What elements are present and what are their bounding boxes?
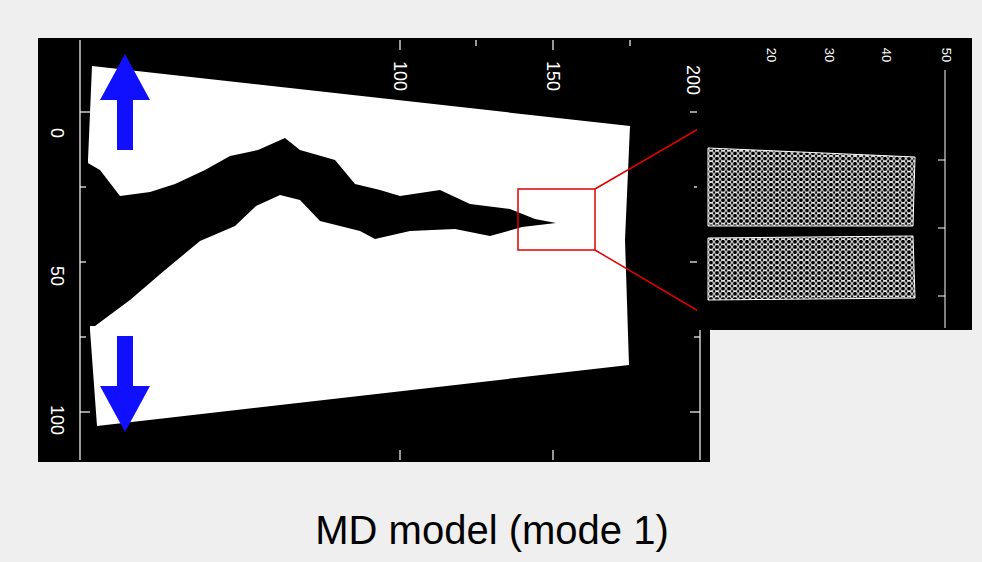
axis-tick-label: 50 <box>48 266 66 286</box>
axis-tick-label: 20 <box>765 48 778 62</box>
axis-tick-label: 100 <box>48 405 66 435</box>
crack <box>86 138 556 326</box>
atom-lattice <box>708 236 915 300</box>
plot-panel <box>38 38 710 462</box>
atom-lattice <box>708 148 915 226</box>
figure-caption: MD model (mode 1) <box>315 508 668 552</box>
zoom-leader <box>595 128 700 189</box>
axis-tick-label: 0 <box>48 128 66 138</box>
axis-tick-label: 40 <box>880 48 893 62</box>
axis-tick-label: 100 <box>391 61 409 91</box>
zoom-leader <box>595 250 700 312</box>
inset-panel <box>697 38 972 330</box>
axes <box>80 40 700 460</box>
zoom-box <box>518 189 595 250</box>
axis-tick-label: 150 <box>544 61 562 91</box>
inset-axes <box>938 70 945 328</box>
axis-tick-label: 50 <box>940 48 953 62</box>
axis-tick-label: 200 <box>684 65 702 95</box>
axis-tick-label: 30 <box>823 48 836 62</box>
load-arrow <box>100 54 150 432</box>
